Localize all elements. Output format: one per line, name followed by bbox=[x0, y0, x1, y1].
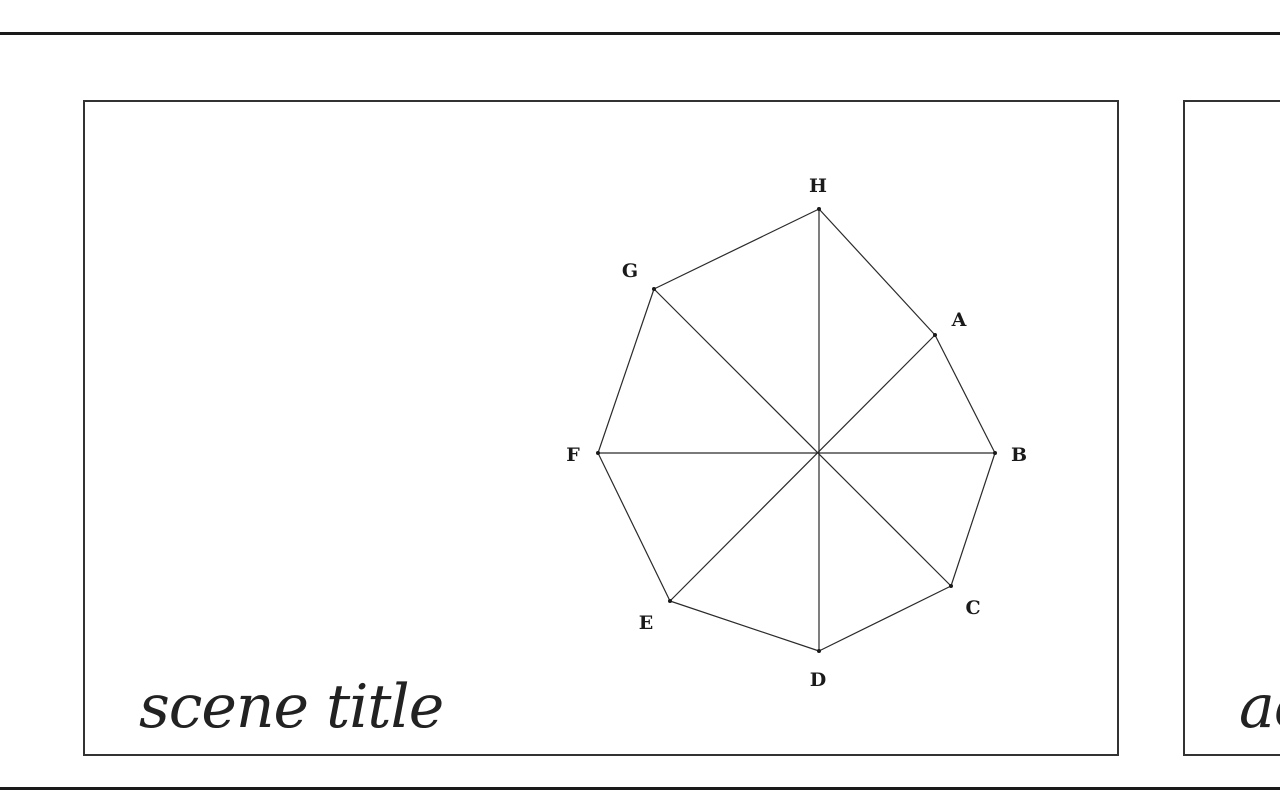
scene-panel[interactable]: A B C D E F G H scene title bbox=[83, 100, 1119, 756]
octagon-diagram: A B C D E F G H bbox=[566, 175, 1027, 691]
edge-GH bbox=[653, 208, 820, 290]
edge-BC bbox=[950, 452, 996, 587]
edge-EF bbox=[597, 452, 671, 602]
vertex-E bbox=[668, 599, 672, 603]
vertex-C bbox=[949, 584, 953, 588]
scene-title: scene title bbox=[139, 672, 444, 742]
bottom-rule bbox=[0, 787, 1280, 790]
next-scene-title: ac bbox=[1239, 672, 1280, 742]
diagonal-AE bbox=[669, 334, 936, 602]
vertex-label-A: A bbox=[951, 309, 967, 331]
edge-HA bbox=[818, 208, 936, 336]
vertex-label-H: H bbox=[809, 175, 827, 197]
vertex-A bbox=[933, 333, 937, 337]
edge-DE bbox=[669, 600, 820, 652]
diagonal-GC bbox=[653, 288, 952, 587]
vertex-H bbox=[817, 207, 821, 211]
vertex-label-E: E bbox=[639, 612, 653, 634]
edge-AB bbox=[934, 334, 996, 454]
vertex-F bbox=[596, 451, 600, 455]
top-rule bbox=[0, 32, 1280, 35]
edge-FG bbox=[597, 288, 655, 454]
next-scene-panel[interactable]: ac bbox=[1183, 100, 1280, 756]
vertex-label-B: B bbox=[1011, 444, 1027, 466]
vertex-G bbox=[652, 287, 656, 291]
vertex-label-C: C bbox=[965, 597, 980, 619]
vertex-label-D: D bbox=[810, 669, 826, 691]
vertex-label-F: F bbox=[566, 444, 580, 466]
vertex-B bbox=[993, 451, 997, 455]
vertex-label-G: G bbox=[622, 260, 638, 282]
vertex-D bbox=[817, 649, 821, 653]
edge-CD bbox=[818, 585, 952, 652]
